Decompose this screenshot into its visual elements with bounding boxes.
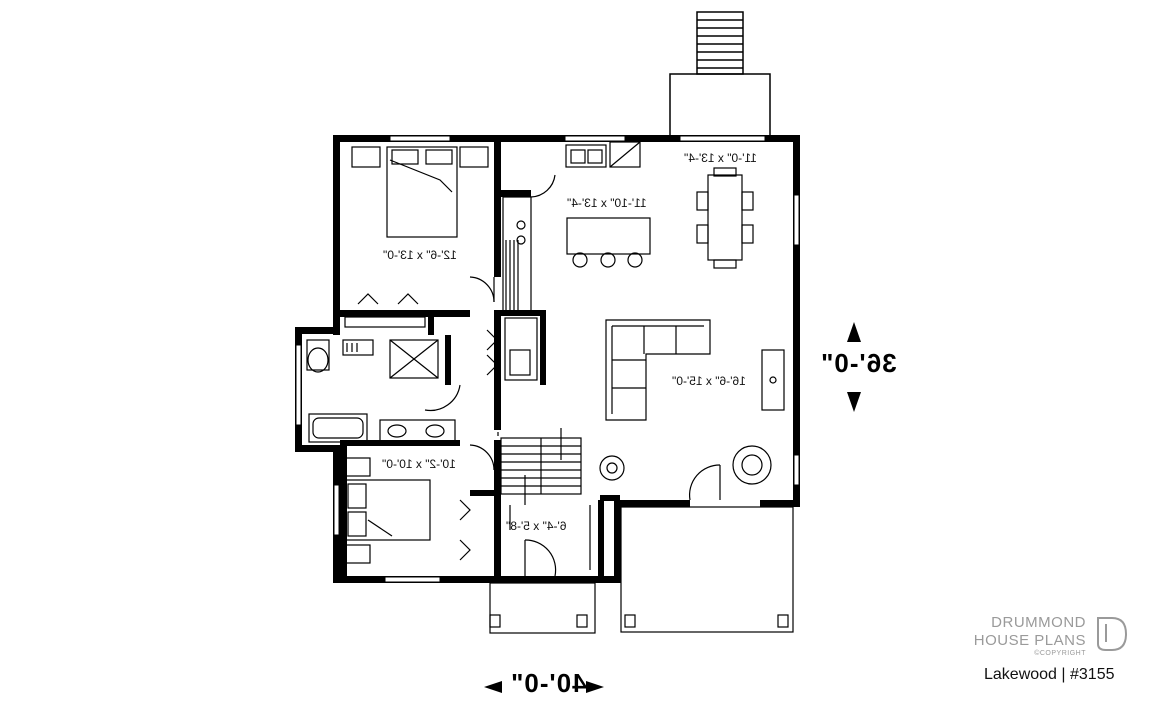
arrow-right-icon <box>586 681 604 693</box>
exterior-walls <box>295 135 800 583</box>
primary-bed <box>351 146 489 238</box>
room-label-living: 16'-6" x 15'-0" <box>672 374 746 388</box>
kitchen <box>502 141 651 381</box>
room-label-dining: 11'-0" x 13'-4" <box>684 151 757 165</box>
arrow-left-icon <box>484 681 502 693</box>
plan-caption: Lakewood | #3155 <box>984 666 1115 683</box>
rear-deck <box>669 11 771 137</box>
stairs <box>497 390 582 505</box>
closet-doors <box>344 293 591 570</box>
dining-table <box>696 167 754 269</box>
brand-name-line2: HOUSE PLANS <box>973 632 1086 649</box>
room-label-primary-bedroom: 12'-6" x 13'-0" <box>383 248 457 262</box>
arrow-up-icon <box>847 322 861 342</box>
doors <box>424 174 721 577</box>
brand-logo: DRUMMOND HOUSE PLANS ©COPYRIGHT <box>964 612 1134 662</box>
room-label-bedroom-2: 10'-2" x 10'-0" <box>382 457 456 471</box>
bathroom-fixtures <box>306 339 456 443</box>
overall-depth-dimension: 36'-0" <box>820 348 897 378</box>
overall-width-dimension: 40'-0" <box>510 668 587 698</box>
front-porch <box>489 506 794 634</box>
drummond-d-logo-icon <box>1097 617 1128 651</box>
room-label-entry: 6'-4" x 5'-8" <box>506 519 566 533</box>
arrow-down-icon <box>847 392 861 412</box>
bedroom-2-bed <box>344 457 431 564</box>
brand-copyright: ©COPYRIGHT <box>1034 650 1086 657</box>
room-label-kitchen: 11'-10" x 13'-4" <box>567 196 647 210</box>
interior-walls <box>340 142 620 583</box>
living-furniture <box>599 319 785 485</box>
brand-name-line1: DRUMMOND <box>991 614 1086 631</box>
windows <box>295 135 800 583</box>
